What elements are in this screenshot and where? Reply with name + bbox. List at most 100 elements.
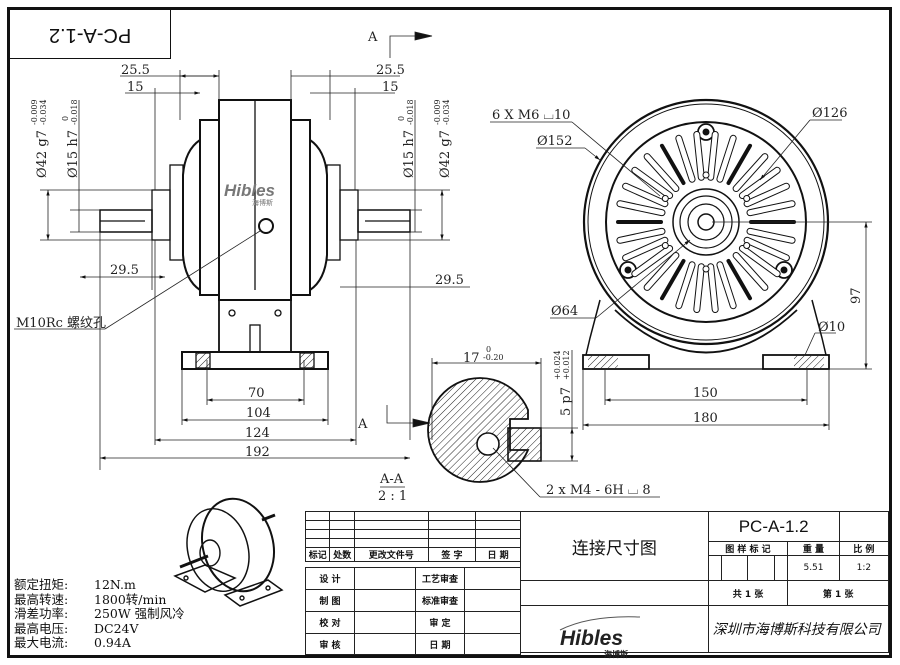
fan-slot <box>660 258 686 301</box>
fan-slot <box>744 183 789 207</box>
m6-bolt-hole <box>661 242 669 249</box>
spec-value: DC24V <box>94 620 139 636</box>
fan-slot <box>717 135 736 182</box>
dim-left-dia15: Ø15 h7 <box>66 130 81 178</box>
section-labels: 17 0 -0.20 5 p7 +0.024 +0.012 2 x M4 - 6… <box>378 345 651 504</box>
fan-slot <box>694 131 704 180</box>
tol: -0.009 <box>30 99 39 125</box>
spec-label: 额定扭矩: <box>14 577 69 592</box>
m6-bolt-hole <box>702 265 710 273</box>
fan-slot <box>717 262 736 309</box>
dim-width-17: 17 <box>463 351 480 366</box>
fan-slot <box>617 201 665 216</box>
dim-key-5p7: 5 p7 <box>559 387 574 416</box>
dim-dia10: Ø10 <box>818 320 845 335</box>
spec-label: 最高转速: <box>14 591 69 607</box>
dim-base-104: 104 <box>246 406 271 421</box>
left-foot <box>582 354 650 370</box>
dim-right-dia42: Ø42 g7 <box>438 130 453 178</box>
key <box>507 427 542 462</box>
m6-bolt-hole <box>743 195 751 202</box>
fan-slots <box>616 130 796 314</box>
header-doc-no: 更改文件号 <box>353 547 429 562</box>
spec-row: 最大电流: 0.94A <box>14 636 185 651</box>
spec-row: 最高电压:DC24V <box>14 620 185 637</box>
spec-row: 额定扭矩: 12N.m <box>14 577 185 593</box>
header-mark: 标记 <box>304 547 331 562</box>
spec-value: 12N.m <box>94 577 136 592</box>
fan-slot <box>747 228 795 243</box>
spec-row: 滑差功率:250W 强制风冷 <box>14 607 185 622</box>
dim-base-150: 150 <box>693 386 718 401</box>
total-sheets: 共 1 张 <box>707 580 789 606</box>
sign-label: 制 图 <box>305 589 355 612</box>
dim-base-124: 124 <box>245 426 270 441</box>
fan-slot <box>708 131 718 180</box>
tol: -0.034 <box>39 99 48 125</box>
dim-right-dia15: Ø15 h7 <box>402 130 417 178</box>
dim-tapped-holes: 2 x M4 - 6H ⌴ 8 <box>546 483 651 498</box>
spec-label: 滑差功率: <box>14 606 69 622</box>
section-title: A-A <box>379 472 404 487</box>
m6-bolt-hole <box>661 195 669 202</box>
fan-slot <box>676 135 695 182</box>
fan-slot <box>644 154 679 192</box>
tol: -0.018 <box>70 99 79 125</box>
thread-note: M10Rc 螺纹孔 <box>16 316 106 331</box>
fan-slot <box>632 167 673 199</box>
fan-slot <box>726 258 752 301</box>
drawing-code-box: PC-A-1.2 <box>10 10 171 59</box>
sign-label: 校 对 <box>305 611 355 634</box>
tol: +0.024 <box>553 350 562 380</box>
sign-label: 日 期 <box>415 633 465 655</box>
shaft-bore <box>476 432 500 456</box>
weight-label: 重 量 <box>787 541 840 556</box>
sign-label: 审 核 <box>305 633 355 655</box>
fan-slot <box>660 143 686 186</box>
title-block: 连接尺寸图 PC-A-1.2 图 样 标 记 重 量 比 例 5.51 1:2 … <box>520 511 890 653</box>
fan-slot <box>739 167 780 199</box>
drawing-name: 连接尺寸图 <box>520 511 709 581</box>
dim-left-15: 15 <box>127 80 144 95</box>
fan-slot <box>747 201 795 216</box>
dim-overall-192: 192 <box>245 445 270 460</box>
spec-value: 1800转/min <box>94 591 167 607</box>
sheet-number: 第 1 张 <box>787 580 889 606</box>
tol: -0.034 <box>442 99 451 125</box>
dim-left-dia42: Ø42 g7 <box>35 130 50 178</box>
section-scale: 2 : 1 <box>378 489 407 504</box>
isometric-view <box>173 497 284 607</box>
fan-slot <box>733 252 768 290</box>
front-view-dimensions <box>14 31 470 470</box>
sign-label: 工艺审查 <box>415 567 465 590</box>
fan-slot <box>739 245 780 277</box>
spec-label: 最大电流: <box>14 635 69 651</box>
tol: +0.012 <box>562 350 571 380</box>
dim-base-70: 70 <box>248 386 265 401</box>
fan-slot <box>708 264 718 313</box>
tol: -0.20 <box>483 353 504 362</box>
tol: -0.009 <box>433 99 442 125</box>
dim-right-25-5: 25.5 <box>376 63 405 78</box>
tol: 0 <box>486 345 491 354</box>
dim-left-shaft-29-5: 29.5 <box>110 263 139 278</box>
dim-left-25-5: 25.5 <box>121 63 150 78</box>
revision-table: 标记 处数 更改文件号 签 字 日 期 <box>304 511 521 562</box>
dim-right-15: 15 <box>382 80 399 95</box>
brand-watermark-cn: 海博斯 <box>252 198 273 207</box>
base-plate <box>181 351 329 370</box>
front-view-labels: 25.5 15 25.5 15 A A Ø42 g7 -0.009 -0.034… <box>16 30 464 460</box>
stand <box>218 299 292 353</box>
right-foot <box>762 354 830 370</box>
side-view-dimensions <box>490 119 872 430</box>
sign-label: 审 定 <box>415 611 465 634</box>
sign-label: 设 计 <box>305 567 355 590</box>
fan-slot <box>694 264 704 313</box>
drawing-number: PC-A-1.2 <box>707 511 840 542</box>
section-a-a <box>427 377 542 483</box>
m6-bolt-hole <box>702 171 710 179</box>
left-hub <box>151 189 171 241</box>
spec-value: 0.94A <box>94 635 131 651</box>
scale-label: 比 例 <box>838 541 890 556</box>
